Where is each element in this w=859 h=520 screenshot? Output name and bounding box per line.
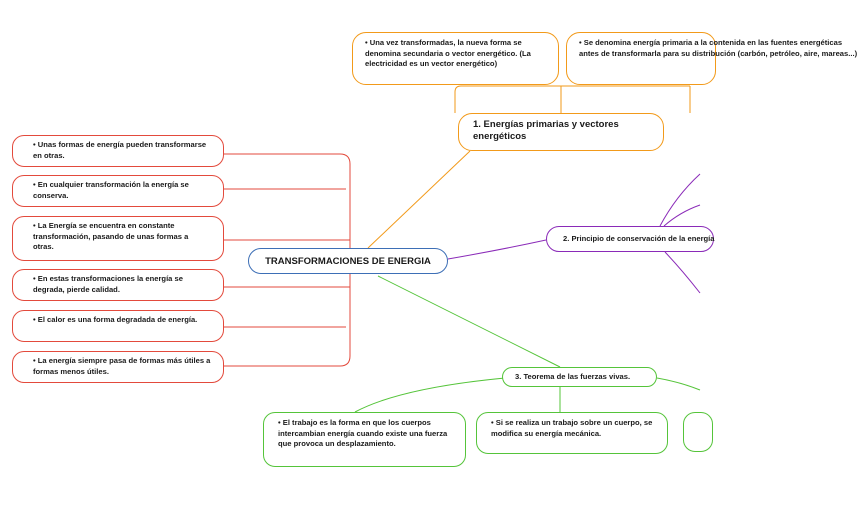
central-topic[interactable]: TRANSFORMACIONES DE ENERGIA xyxy=(248,248,448,274)
teorema-child-text: • Si se realiza un trabajo sobre un cuer… xyxy=(491,418,653,438)
teorema-child-2[interactable]: • Si se realiza un trabajo sobre un cuer… xyxy=(476,412,668,454)
energias-child-2[interactable]: • Se denomina energía primaria a la cont… xyxy=(566,32,857,85)
left-node-2[interactable]: • En cualquier transformación la energía… xyxy=(12,175,224,207)
left-node-text: • El calor es una forma degradada de ene… xyxy=(33,315,198,324)
left-node-1[interactable]: • Unas formas de energía pueden transfor… xyxy=(12,135,224,167)
left-node-3[interactable]: • La Energía se encuentra en constante t… xyxy=(12,216,224,261)
teorema-child-text: • El trabajo es la forma en que los cuer… xyxy=(278,418,448,449)
branch-energias-label: 1. Energías primarias y vectores energét… xyxy=(473,119,619,142)
branch-principio-conservacion[interactable]: 2. Principio de conservación de la energ… xyxy=(546,226,715,252)
left-node-5[interactable]: • El calor es una forma degradada de ene… xyxy=(12,310,224,342)
energias-child-text: • Una vez transformadas, la nueva forma … xyxy=(365,38,531,69)
left-node-4[interactable]: • En estas transformaciones la energía s… xyxy=(12,269,224,301)
connector-lines xyxy=(224,85,701,413)
left-node-text: • Unas formas de energía pueden transfor… xyxy=(33,140,207,160)
left-node-text: • La energía siempre pasa de formas más … xyxy=(33,356,211,376)
teorema-child-3-offscreen[interactable] xyxy=(683,412,713,452)
energias-child-text: • Se denomina energía primaria a la cont… xyxy=(579,38,858,58)
branch-teorema-fuerzas-vivas[interactable]: 3. Teorema de las fuerzas vivas. xyxy=(502,367,657,387)
branch-energias-primarias[interactable]: 1. Energías primarias y vectores energét… xyxy=(458,113,664,151)
left-node-text: • La Energía se encuentra en constante t… xyxy=(33,221,189,252)
energias-child-1[interactable]: • Una vez transformadas, la nueva forma … xyxy=(352,32,559,85)
left-node-6[interactable]: • La energía siempre pasa de formas más … xyxy=(12,351,224,383)
branch-teorema-label: 3. Teorema de las fuerzas vivas. xyxy=(515,372,631,381)
left-node-text: • En cualquier transformación la energía… xyxy=(33,180,189,200)
left-node-text: • En estas transformaciones la energía s… xyxy=(33,274,183,294)
branch-principio-label: 2. Principio de conservación de la energ… xyxy=(563,234,715,243)
central-topic-label: TRANSFORMACIONES DE ENERGIA xyxy=(265,255,431,267)
teorema-child-1[interactable]: • El trabajo es la forma en que los cuer… xyxy=(263,412,466,467)
